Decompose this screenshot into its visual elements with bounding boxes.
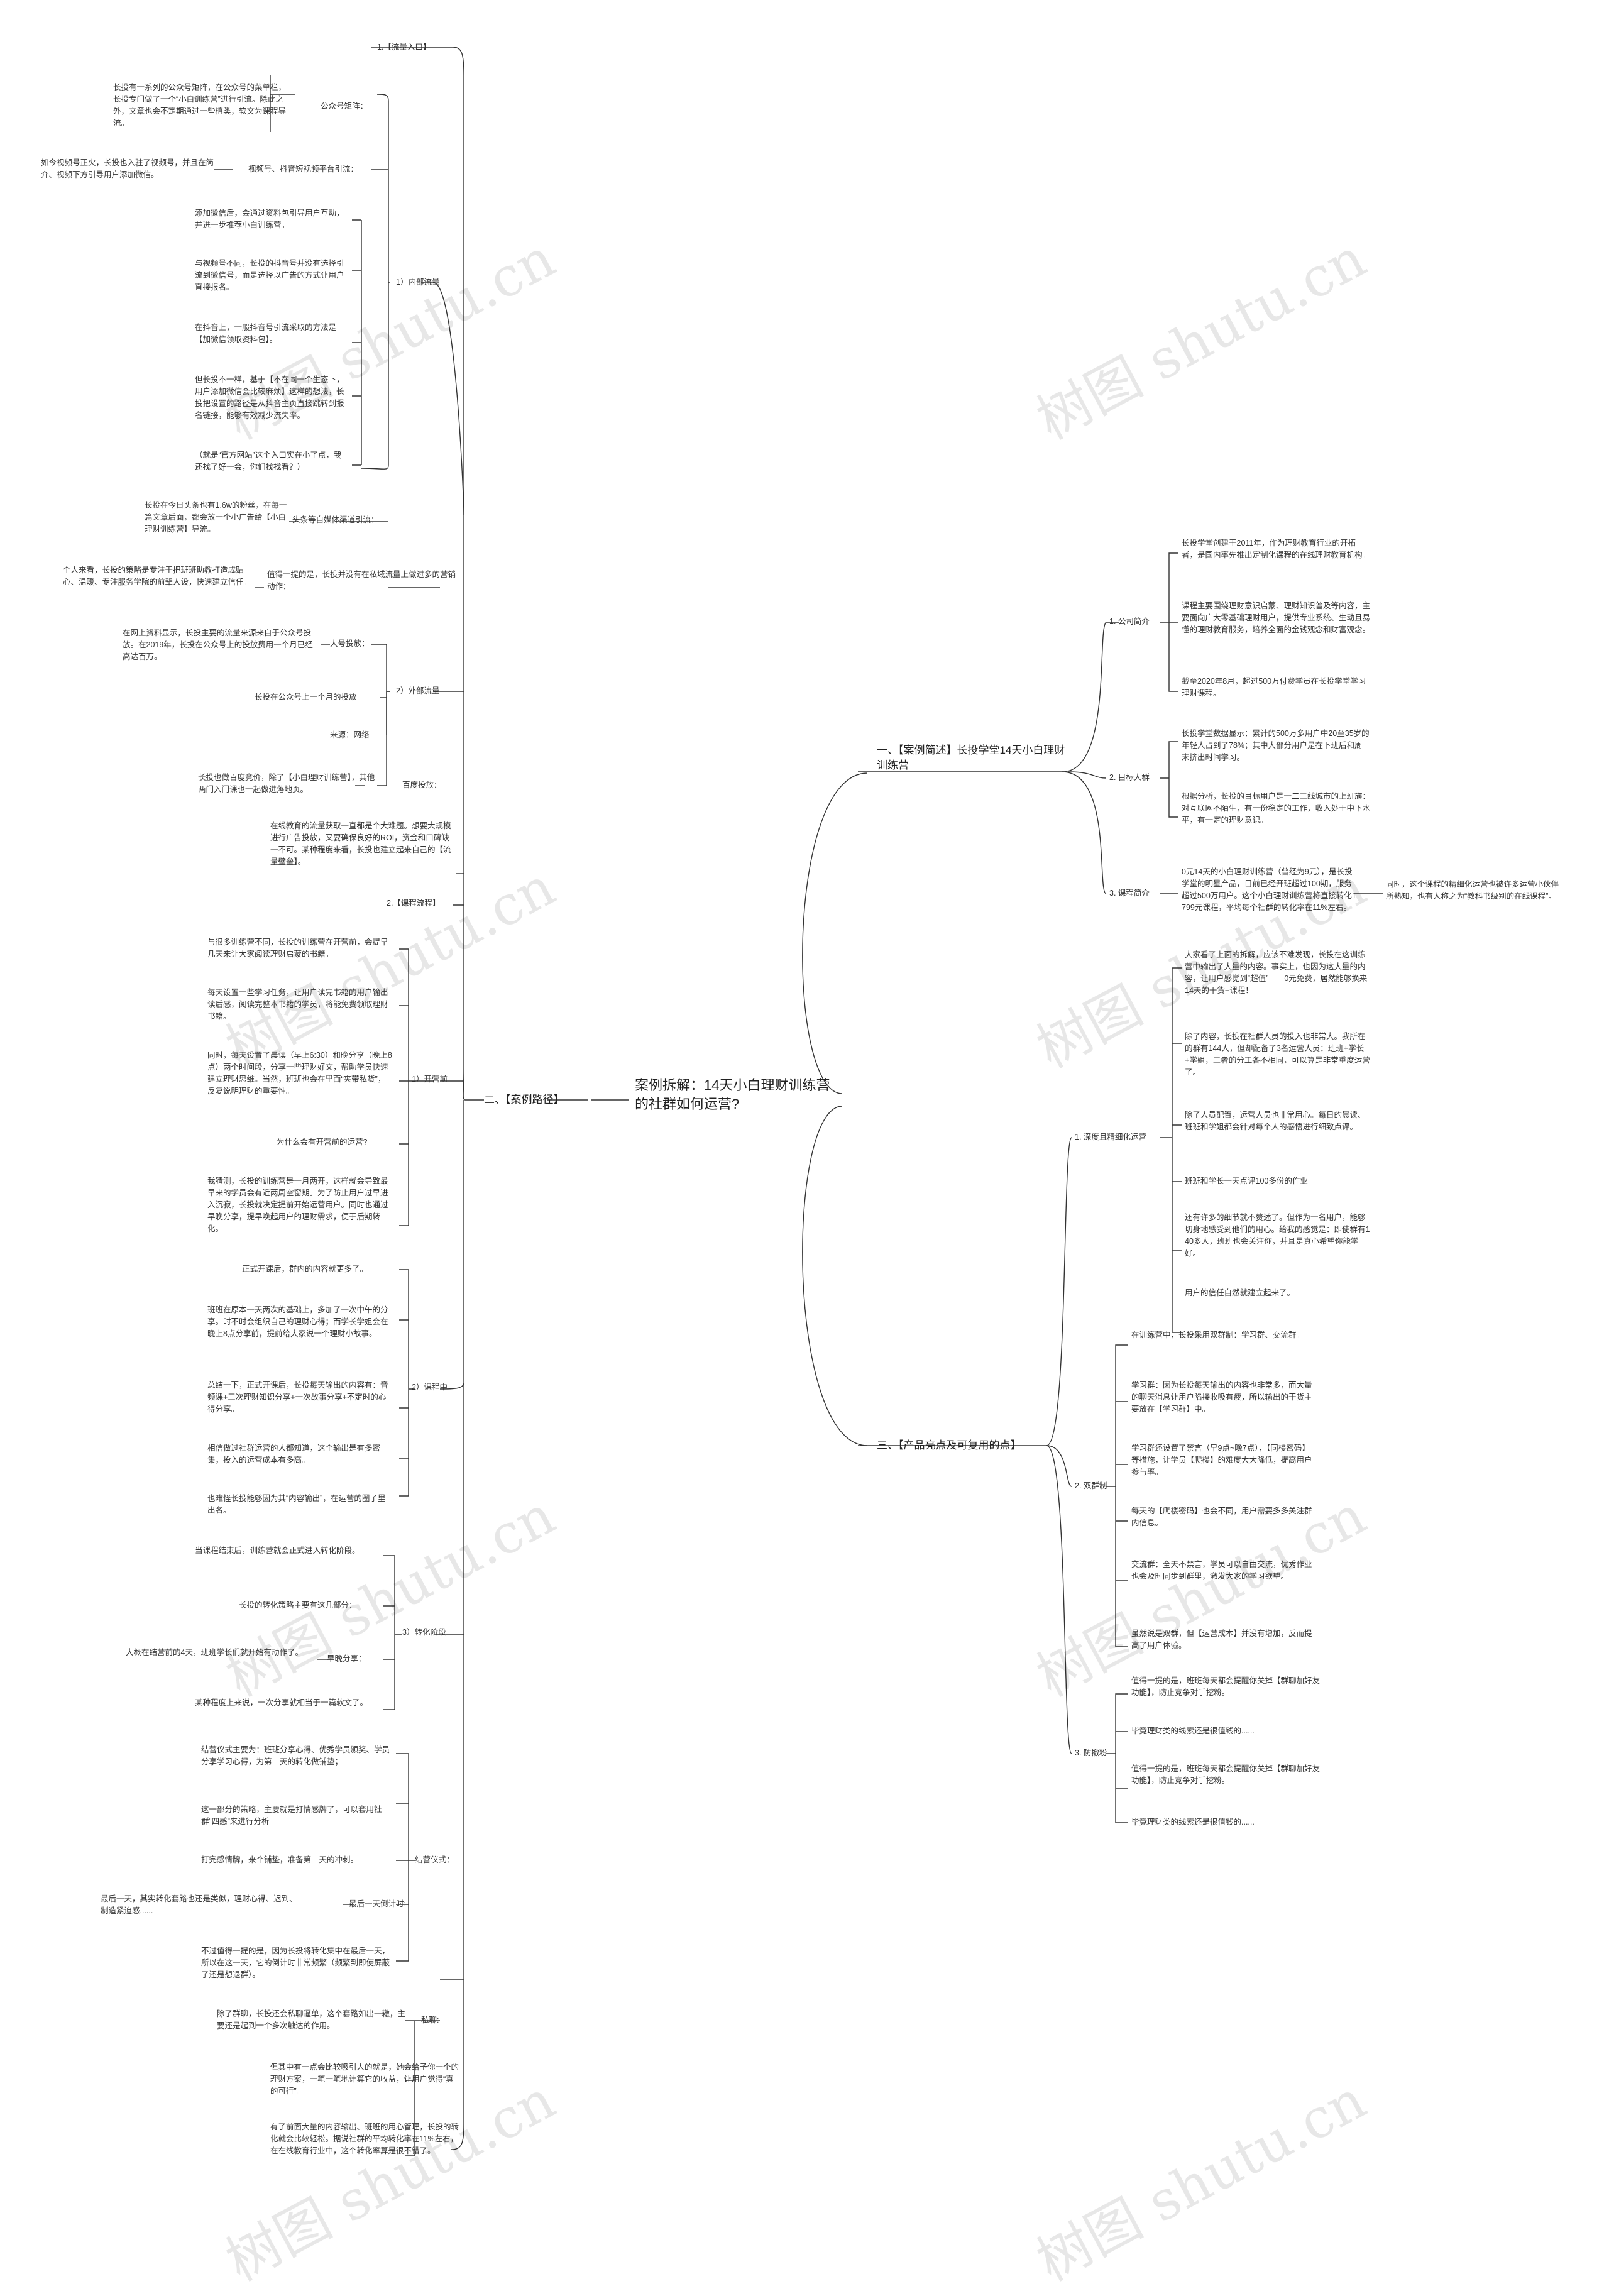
node-flow-entry[interactable]: 1.【流量入口】: [377, 43, 431, 52]
node-deep-2: 除了内容，长投在社群人员的投入也非常大。我所在的群有144人，但却配备了3名运营…: [1185, 1032, 1370, 1077]
node-anti-2: 毕竟理财类的线索还是很值钱的......: [1131, 1727, 1255, 1735]
node-early-label[interactable]: 早晚分享：: [327, 1654, 366, 1663]
node-deep-3: 除了人员配置，运营人员也非常用心。每日的晨读、班班和学姐都会针对每个人的感悟进行…: [1185, 1111, 1366, 1131]
node-course-1: 0元14天的小白理财训练营（曾经为9元），是长投学堂的明星产品，目前已经开班超过…: [1182, 867, 1356, 912]
node-ceremony-3: 打完感情牌，来个铺垫，准备第二天的冲刺。: [201, 1855, 359, 1864]
branch-features[interactable]: 三、【产品亮点及可复用的点】: [877, 1439, 1021, 1451]
node-conclusion: 在线教育的流量获取一直都是个大难题。想要大规模进行广告投放，又要确保良好的ROI…: [270, 821, 451, 866]
connector-lines: [214, 47, 1383, 2156]
node-chat-2: 但其中有一点会比较吸引人的就是，她会给予你一个的理财方案，一笔一笔地计算它的收益…: [270, 2063, 459, 2096]
node-course-intro[interactable]: 3. 课程简介: [1109, 889, 1150, 898]
node-video-label[interactable]: 视频号、抖音短视频平台引流：: [248, 165, 359, 173]
node-before-open[interactable]: 1）开营前: [412, 1075, 448, 1084]
node-private-label[interactable]: 值得一提的是，长投并没有在私域流量上做过多的营销动作：: [267, 570, 456, 591]
node-anti-4: 毕竟理财类的线索还是很值钱的......: [1131, 1818, 1255, 1826]
node-lastday-label[interactable]: 最后一天倒计时:: [349, 1899, 406, 1908]
node-intro-2: 课程主要围绕理财意识启蒙、理财知识普及等内容，主要面向广大零基础理财用户，提供专…: [1182, 601, 1371, 634]
node-dual-5: 交流群：全天不禁言，学员可以自由交流，优秀作业也会及时同步到群里，激发大家的学习…: [1131, 1560, 1312, 1581]
node-bigv-label[interactable]: 大号投放：: [330, 639, 370, 648]
node-douyin-2: 与视频号不同，长投的抖音号并没有选择引流到微信号，而是选择以广告的方式让用户直接…: [195, 259, 344, 292]
node-during-1: 正式开课后，群内的内容就更多了。: [242, 1265, 368, 1273]
node-toutiao-text: 长投在今日头条也有1.6w的粉丝，在每一篇文章后面，都会放一个小广告给【小白理财…: [145, 501, 287, 534]
node-early-text: 大概在结营前的4天，班班学长们就开始有动作了。: [126, 1648, 303, 1657]
node-ceremony-label[interactable]: 结营仪式：: [415, 1855, 454, 1864]
node-month-cost: 长投在公众号上一个月的投放: [255, 693, 357, 701]
node-intro-3: 截至2020年8月，超过500万付费学员在长投学堂学习理财课程。: [1182, 677, 1366, 698]
node-douyin-4: 但长投不一样，基于【不在同一个生态下，用户添加微信会比较麻烦】这样的想法，长投把…: [195, 375, 344, 420]
root-node[interactable]: 案例拆解：14天小白理财训练营的社群如何运营?: [635, 1077, 830, 1112]
node-chat-label[interactable]: 私聊:: [421, 2016, 439, 2024]
node-before-4: 为什么会有开营前的运营?: [277, 1138, 368, 1146]
node-conv-1: 当课程结束后，训练营就会正式进入转化阶段。: [195, 1546, 360, 1555]
node-before-3: 同时，每天设置了晨读（早上6:30）和晚分享（晚上8点）两个时间段，分享一些理财…: [207, 1051, 392, 1096]
node-anti-1: 值得一提的是，班班每天都会提醒你关掉【群聊加好友功能】，防止竞争对手挖粉。: [1131, 1676, 1321, 1697]
node-anti-3: 值得一提的是，班班每天都会提醒你关掉【群聊加好友功能】，防止竞争对手挖粉。: [1131, 1764, 1321, 1785]
node-ceremony-1: 结营仪式主要为：班班分享心得、优秀学员颁奖、学员分享学习心得，为第二天的转化做铺…: [201, 1745, 390, 1766]
node-source: 来源：网络: [330, 730, 370, 739]
node-toutiao-label[interactable]: 头条等自媒体渠道引流：: [292, 515, 379, 524]
node-before-2: 每天设置一些学习任务，让用户读完书籍的用户输出读后感，阅读完整本书籍的学员，将能…: [207, 988, 388, 1021]
node-private-text: 个人来看，长投的策略是专注于把班班助教打造成贴心、温暖、专注服务学院的前辈人设，…: [63, 566, 252, 586]
node-target-1: 长投学堂数据显示：累计的500万多用户中20至35岁的年轻人占到了78%；其中大…: [1182, 729, 1370, 762]
node-company-intro[interactable]: 1. 公司简介: [1109, 617, 1150, 626]
node-dual-6: 虽然说是双群，但【运营成本】并没有增加，反而提高了用户体验。: [1131, 1629, 1312, 1650]
node-during-course[interactable]: 2）课程中: [412, 1383, 448, 1392]
node-during-3: 总结一下，正式开课后，长投每天输出的内容有：音频课+三次理财知识分享+一次故事分…: [207, 1381, 388, 1414]
node-course-flow[interactable]: 2.【课程流程】: [387, 899, 441, 908]
node-course-note: 同时，这个课程的精细化运营也被许多运营小伙伴所熟知，也有人称之为“教科书级别的在…: [1386, 880, 1559, 901]
node-conversion[interactable]: 3）转化阶段: [402, 1628, 446, 1637]
node-conv-3: 某种程度上来说，一次分享就相当于一篇软文了。: [195, 1698, 368, 1707]
node-target-users[interactable]: 2. 目标人群: [1109, 773, 1150, 782]
node-dual-1: 在训练营中，长投采用双群制：学习群、交流群。: [1131, 1331, 1305, 1339]
node-during-4: 相信做过社群运营的人都知道，这个输出是有多密集，投入的运营成本有多高。: [207, 1444, 381, 1464]
node-anti-poach[interactable]: 3. 防撤粉: [1075, 1749, 1107, 1757]
node-douyin-1: 添加微信后，会通过资料包引导用户互动，并进一步推荐小白训练营。: [195, 209, 344, 229]
node-lastday-text: 最后一天，其实转化套路也还是类似，理财心得、迟到、制造紧迫感......: [101, 1894, 297, 1915]
node-baidu-text: 长投也做百度竞价，除了【小白理财训练营】，其他两门入门课也一起做进落地页。: [198, 773, 375, 794]
branch-case-intro[interactable]: 一、【案例简述】长投学堂14天小白理财训练营: [877, 744, 1065, 771]
node-bigv-text: 在网上资料显示，长投主要的流量来源来自于公众号投放。在2019年，长投在公众号上…: [123, 629, 313, 661]
node-chat-1: 除了群聊，长投还会私聊逼单，这个套路如出一辙，主要还是起到一个多次触达的作用。: [217, 2009, 406, 2030]
node-conv-2: 长投的转化策略主要有这几部分：: [239, 1601, 357, 1610]
node-internal-traffic[interactable]: 1）内部流量: [396, 278, 440, 287]
node-before-1: 与很多训练营不同，长投的训练营在开营前，会提早几天来让大家阅读理财启蒙的书籍。: [207, 938, 388, 958]
node-deep-6: 用户的信任自然就建立起来了。: [1185, 1288, 1295, 1297]
node-deep-4: 班班和学长一天点评100多份的作业: [1185, 1177, 1308, 1185]
node-dual-group[interactable]: 2. 双群制: [1075, 1481, 1107, 1490]
branch-case-path[interactable]: 二、【案例路径】: [484, 1094, 564, 1106]
node-during-5: 也难怪长投能够因为其“内容输出”，在运营的圈子里出名。: [207, 1494, 386, 1515]
node-before-5: 我猜测，长投的训练营是一月两开，这样就会导致最早来的学员会有近两周空窗期。为了防…: [207, 1177, 388, 1233]
node-douyin-5: （就是“官方网站”这个入口实在小了点，我还找了好一会，你们找找看？）: [195, 451, 342, 471]
mindmap-canvas: 树图 shutu.cn 树图 shutu.cn 树图 shutu.cn 树图 s…: [41, 43, 1559, 2293]
node-gzh-label[interactable]: 公众号矩阵：: [321, 102, 368, 111]
node-baidu-label[interactable]: 百度投放：: [402, 781, 442, 789]
node-dual-3: 学习群还设置了禁言（早9点~晚7点），【同楼密码】等措施，让学员【爬楼】的难度大…: [1131, 1444, 1312, 1476]
node-video-text: 如今视频号正火，长投也入驻了视频号，并且在简介、视频下方引导用户添加微信。: [41, 158, 214, 179]
node-ceremony-2: 这一部分的策略，主要就是打情感牌了，可以套用社群“四感”来进行分析: [201, 1805, 382, 1826]
node-target-2: 根据分析，长投的目标用户是一二三线城市的上班族：对互联网不陌生，有一份稳定的工作…: [1182, 792, 1371, 825]
node-deep-ops[interactable]: 1. 深度且精细化运营: [1075, 1133, 1146, 1141]
node-chat-3: 有了前面大量的内容输出、班班的用心管理，长投的转化就会比较轻松。据说社群的平均转…: [270, 2123, 459, 2155]
node-dual-2: 学习群：因为长投每天输出的内容也非常多，而大量的聊天消息让用户陷接收吸有疲，所以…: [1131, 1381, 1312, 1414]
node-intro-1: 长投学堂创建于2011年，作为理财教育行业的开拓者，是国内率先推出定制化课程的在…: [1182, 539, 1371, 559]
node-douyin-3: 在抖音上，一般抖音号引流采取的方法是【加微信领取资料包】。: [195, 323, 337, 344]
node-ceremony-4: 不过值得一提的是，因为长投将转化集中在最后一天，所以在这一天，它的倒计时非常频繁…: [201, 1947, 390, 1979]
node-dual-4: 每天的【爬楼密码】也会不同，用户需要多多关注群内信息。: [1131, 1507, 1312, 1527]
node-deep-1: 大家看了上面的拆解，应该不难发现，长投在这训练营中输出了大量的内容。事实上，也因…: [1185, 950, 1368, 995]
node-gzh-text: 长投有一系列的公众号矩阵，在公众号的菜单栏，长投专门做了一个“小白训练营”进行引…: [113, 83, 287, 128]
node-during-2: 班班在原本一天两次的基础上，多加了一次中午的分享。时不时会组织自己的理财心得；而…: [207, 1305, 388, 1338]
node-external-traffic[interactable]: 2）外部流量: [396, 686, 440, 695]
node-deep-5: 还有许多的细节就不赘述了。但作为一名用户，能够切身地感受到他们的用心。给我的感觉…: [1185, 1213, 1370, 1258]
